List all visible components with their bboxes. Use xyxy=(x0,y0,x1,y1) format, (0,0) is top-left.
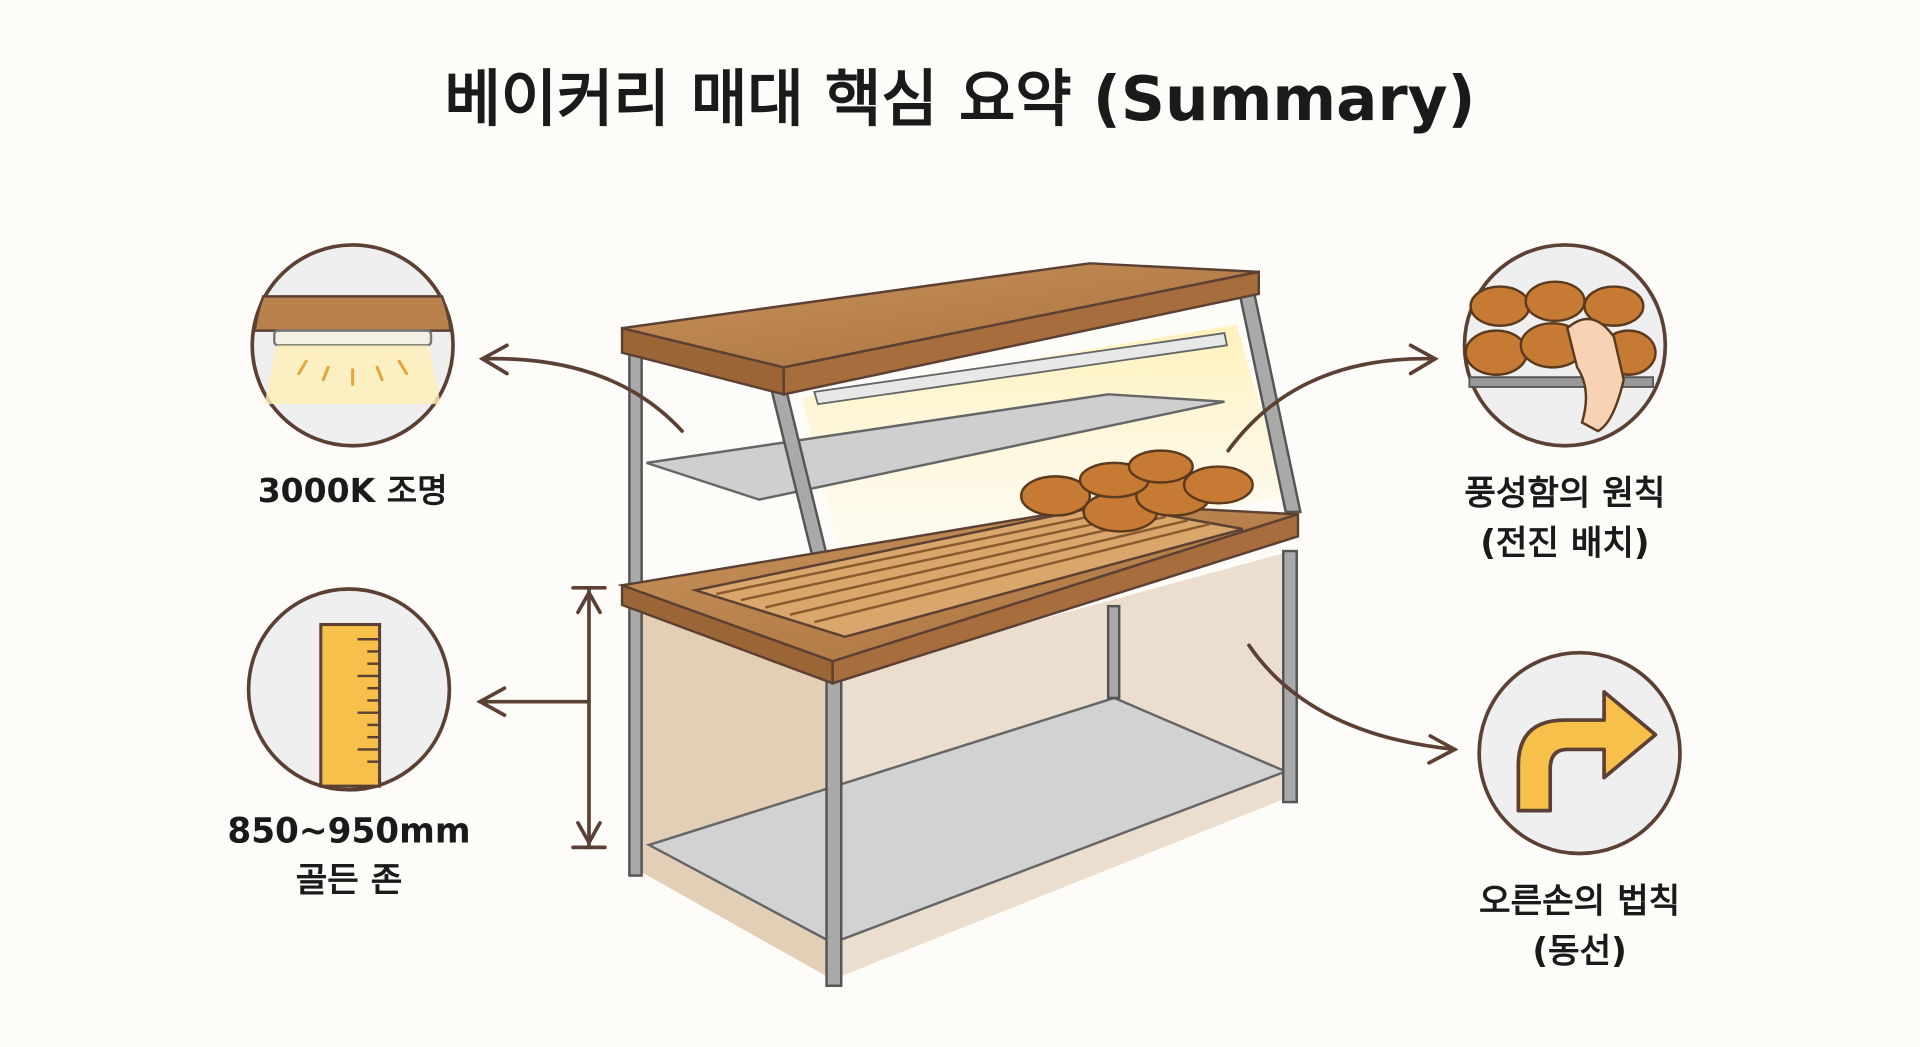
ruler-icon xyxy=(319,622,382,788)
height-label: 850~950mm xyxy=(227,811,470,851)
display-cabinet xyxy=(617,262,1302,987)
bread-loaves xyxy=(1020,449,1254,533)
callout-height: 850~950mm 골든 존 xyxy=(227,587,471,900)
abundance-label: 풍성함의 원칙 xyxy=(1464,474,1665,514)
circulation-label: (동선) xyxy=(1532,931,1626,971)
golden-zone-label: 골든 존 xyxy=(296,860,403,900)
page-title: 베이커리 매대 핵심 요약 (Summary) xyxy=(444,64,1475,135)
callout-arrows xyxy=(476,343,1459,850)
front-placement-label: (전진 배치) xyxy=(1480,524,1649,564)
flow-label: 오른손의 법칙 xyxy=(1479,881,1680,921)
turn-right-arrow-icon xyxy=(1516,690,1658,813)
callout-abundance: 풍성함의 원칙 (전진 배치) xyxy=(1462,243,1668,564)
callout-flow: 오른손의 법칙 (동선) xyxy=(1477,650,1682,971)
light-fixture-icon xyxy=(253,295,453,405)
callout-lighting: 3000K 조명 xyxy=(250,243,455,510)
bread-hand-icon xyxy=(1464,280,1657,433)
lighting-label: 3000K 조명 xyxy=(258,471,448,510)
